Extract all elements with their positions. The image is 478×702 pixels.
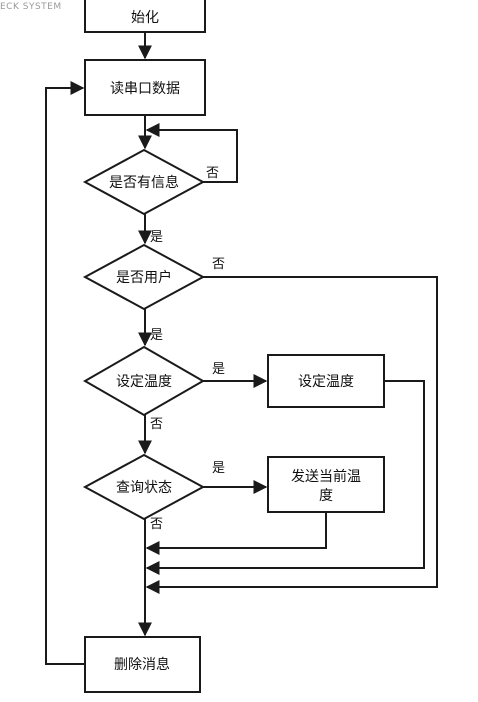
edge-label-query-yes: 是 (212, 461, 225, 476)
edge-label-settemp-yes: 是 (212, 362, 225, 377)
set-temp-decision-label: 设定温度 (116, 374, 172, 390)
edge-label-hasinfo-yes: 是 (150, 230, 163, 245)
edge-sendbox-return (145, 512, 327, 555)
send-temp-label-line1: 发送当前温 (291, 468, 361, 485)
init-box-label: 始化 (131, 10, 159, 26)
edge-delete-loop (45, 81, 85, 665)
send-temp-label-line2: 度 (319, 488, 333, 504)
edge-label-settemp-no: 否 (150, 417, 163, 432)
edge-label-hasinfo-no: 否 (206, 166, 219, 181)
delete-message-box (84, 636, 201, 693)
edge-label-user-yes: 是 (150, 328, 163, 343)
delete-message-label: 删除消息 (114, 656, 170, 673)
edge-label-user-no: 否 (212, 257, 225, 272)
edge-label-query-no: 否 (150, 517, 163, 532)
read-serial-box (84, 59, 206, 116)
set-temp-box-label: 设定温度 (298, 374, 354, 390)
edge-user-no-return (145, 276, 438, 594)
has-info-label: 是否有信息 (109, 174, 179, 191)
edge-settempbox-return (145, 380, 425, 575)
query-status-label: 查询状态 (116, 480, 172, 496)
watermark-text: ECK SYSTEM (0, 2, 62, 12)
set-temp-box (267, 354, 385, 408)
is-user-label: 是否用户 (116, 269, 172, 286)
read-serial-label: 读串口数据 (110, 80, 180, 97)
edge-hasinfo-no-loop (145, 123, 238, 183)
